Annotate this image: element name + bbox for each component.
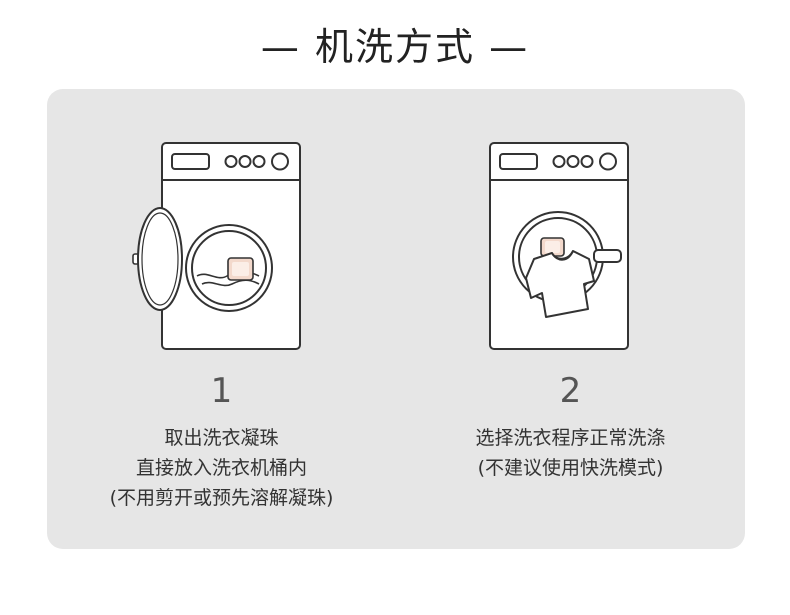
laundry-pod-icon bbox=[540, 237, 565, 257]
step-2: 2 选择洗衣程序正常洗涤 (不建议使用快洗模式) bbox=[396, 89, 745, 549]
step-2-line-1: 选择洗衣程序正常洗涤 bbox=[475, 427, 666, 449]
step-2-line-2: (不建议使用快洗模式) bbox=[477, 457, 664, 479]
instruction-panel: 1 取出洗衣凝珠 直接放入洗衣机桶内 (不用剪开或预先溶解凝珠) bbox=[47, 89, 745, 549]
step-1: 1 取出洗衣凝珠 直接放入洗衣机桶内 (不用剪开或预先溶解凝珠) bbox=[47, 89, 396, 549]
washing-machine-with-shirt-icon bbox=[489, 142, 629, 350]
washing-machine-open-door-icon bbox=[132, 142, 301, 350]
step-2-description: 选择洗衣程序正常洗涤 (不建议使用快洗模式) bbox=[396, 423, 745, 483]
step-1-number: 1 bbox=[210, 371, 233, 411]
step-1-description: 取出洗衣凝珠 直接放入洗衣机桶内 (不用剪开或预先溶解凝珠) bbox=[47, 423, 396, 513]
step-1-line-1: 取出洗衣凝珠 bbox=[164, 427, 279, 449]
step-1-line-3: (不用剪开或预先溶解凝珠) bbox=[109, 487, 334, 509]
step-2-number: 2 bbox=[559, 371, 582, 411]
page-title: — 机洗方式 — bbox=[260, 25, 530, 69]
laundry-pod-icon bbox=[227, 257, 254, 281]
step-1-line-2: 直接放入洗衣机桶内 bbox=[135, 457, 307, 479]
